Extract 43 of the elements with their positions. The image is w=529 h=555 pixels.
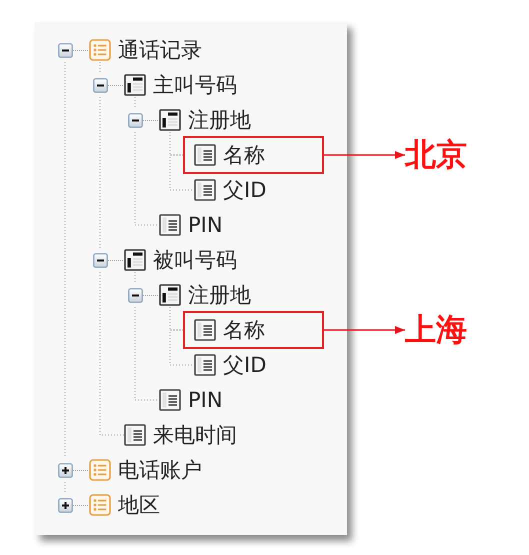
item-label: 通话记录 [118, 38, 202, 62]
item-label: 地区 [118, 493, 160, 517]
tree-item [92, 73, 237, 97]
tree-item [128, 283, 251, 307]
arrow [324, 151, 405, 159]
item-label: 电话账户 [118, 458, 202, 482]
tree-line [64, 62, 66, 458]
tree-line [170, 330, 194, 366]
item-label: 注册地 [188, 108, 251, 132]
tree-item [124, 423, 237, 447]
item-label: 名称 [223, 318, 265, 342]
tree-item [92, 248, 237, 272]
item-label: 父ID [223, 353, 266, 377]
item-label: 被叫号码 [153, 248, 237, 272]
item-label: 主叫号码 [153, 73, 237, 97]
tree-line [134, 272, 136, 284]
tree-item [58, 458, 202, 482]
tree-item [194, 178, 266, 202]
tree-item [58, 38, 202, 62]
tree-item [159, 213, 223, 237]
item-label: PIN [188, 388, 223, 412]
callout-label: 上海 [405, 312, 467, 348]
arrow [324, 326, 405, 334]
item-label: PIN [188, 213, 223, 237]
tree-line [170, 306, 184, 330]
tree-item [58, 493, 160, 517]
callout-label: 北京 [405, 137, 467, 173]
tree-line [64, 482, 66, 494]
tree-line [170, 154, 194, 190]
item-label: 父ID [223, 178, 266, 202]
tree-line [100, 272, 124, 436]
tree-item [159, 388, 223, 412]
item-label: 注册地 [188, 283, 251, 307]
tree-line [170, 132, 184, 156]
tree-line [134, 306, 160, 400]
tree-line [134, 96, 136, 108]
item-label: 来电时间 [153, 423, 237, 447]
highlighted-tree-item [183, 136, 324, 174]
tree-line [134, 132, 160, 226]
tree-item [128, 108, 251, 132]
item-label: 名称 [223, 143, 265, 167]
highlighted-tree-item [183, 311, 324, 349]
tree-item [194, 353, 266, 377]
